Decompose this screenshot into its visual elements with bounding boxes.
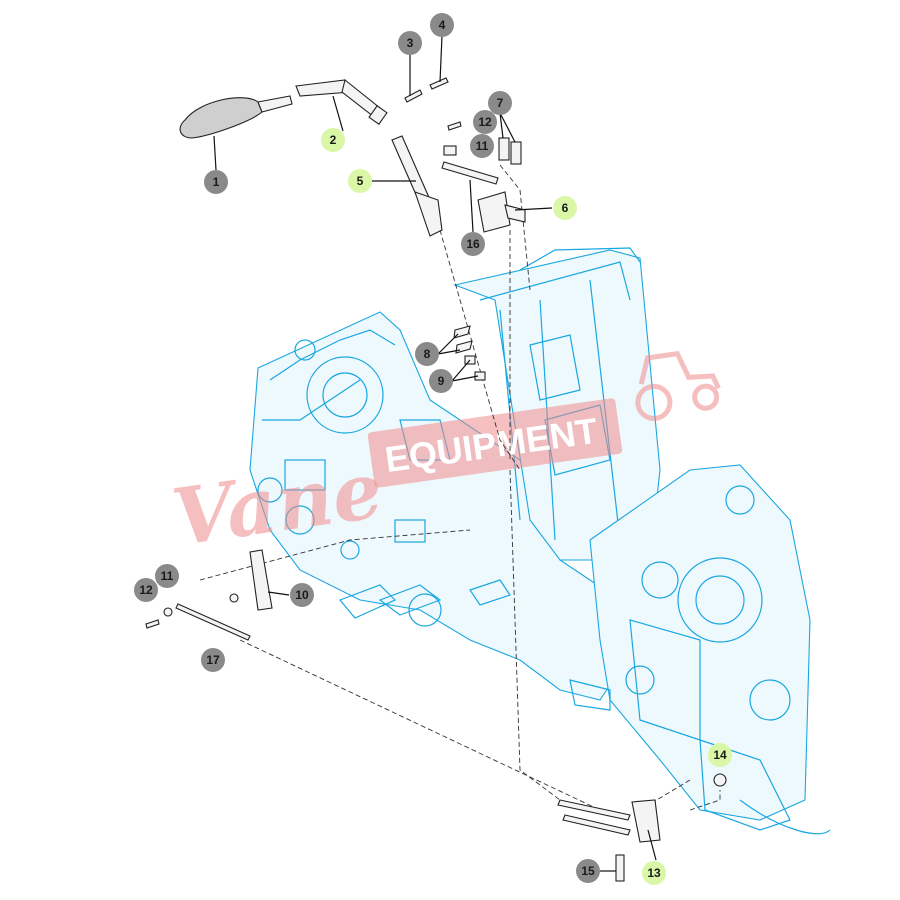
- callout-10: 10: [290, 583, 314, 607]
- callout-4-label: 4: [439, 18, 446, 32]
- callout-17: 17: [201, 648, 225, 672]
- callout-2: 2: [321, 128, 345, 152]
- callout-3-label: 3: [407, 36, 414, 50]
- callout-11-bottom: 11: [155, 564, 179, 588]
- part-lower-rod: [145, 603, 251, 641]
- callout-16: 16: [461, 232, 485, 256]
- callout-14-label: 14: [713, 748, 727, 762]
- part-lower-lever: [229, 549, 273, 611]
- callout-7: 7: [488, 91, 512, 115]
- callout-12-bottom-label: 12: [139, 583, 153, 597]
- callout-13-label: 13: [647, 866, 661, 880]
- callout-10-label: 10: [295, 588, 309, 602]
- callout-11-top: 11: [470, 134, 494, 158]
- watermark-tractor-icon: [635, 350, 721, 421]
- callout-2-label: 2: [330, 133, 337, 147]
- callout-14: 14: [708, 743, 732, 767]
- callout-leaders: [213, 35, 657, 872]
- callout-9: 9: [429, 369, 453, 393]
- part-shift-rod: [391, 135, 443, 237]
- callout-4: 4: [430, 13, 454, 37]
- part-handle: [179, 95, 293, 139]
- callout-17-label: 17: [206, 653, 220, 667]
- callouts: 1 2 3 4 5 6 7 8 9 10 11: [134, 13, 732, 885]
- callout-12-bottom: 12: [134, 578, 158, 602]
- callout-3: 3: [398, 31, 422, 55]
- callout-8: 8: [415, 342, 439, 366]
- callout-16-label: 16: [466, 237, 480, 251]
- callout-8-label: 8: [424, 347, 431, 361]
- part-rear-linkage: [557, 773, 727, 882]
- callout-6: 6: [553, 196, 577, 220]
- routing-lines: [199, 164, 721, 811]
- callout-15-label: 15: [581, 864, 595, 878]
- callout-15: 15: [576, 859, 600, 883]
- callout-1: 1: [204, 170, 228, 194]
- callout-6-label: 6: [562, 201, 569, 215]
- callout-5-label: 5: [357, 174, 364, 188]
- callout-11-top-label: 11: [476, 139, 489, 153]
- tractor-frame: [249, 247, 831, 835]
- callout-11-bottom-label: 11: [161, 569, 174, 583]
- callout-5: 5: [348, 169, 372, 193]
- callout-13: 13: [642, 861, 666, 885]
- callout-1-label: 1: [213, 175, 220, 189]
- callout-9-label: 9: [438, 374, 445, 388]
- callout-12-top: 12: [473, 110, 497, 134]
- callout-12-top-label: 12: [478, 115, 492, 129]
- callout-7-label: 7: [497, 96, 504, 110]
- part-bracket: [477, 191, 526, 233]
- part-pins: [404, 77, 449, 103]
- part-hardware-top: [441, 121, 522, 185]
- part-gear-lever: [295, 79, 388, 125]
- watermark-box: [367, 398, 623, 488]
